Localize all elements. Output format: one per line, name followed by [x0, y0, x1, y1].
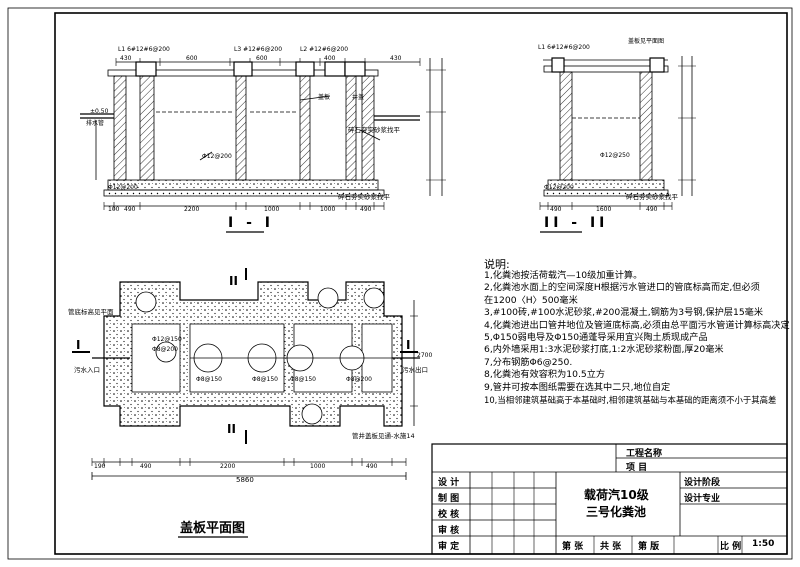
s1-gravel-label: 碎石夯实砂浆找平	[338, 193, 390, 201]
plan-bottom-dim: 490	[140, 463, 152, 470]
s1-top-dim: 400	[324, 55, 336, 62]
s2-rebar-label: Φ12@250	[600, 152, 630, 159]
notes-title: 说明:	[484, 258, 510, 271]
plan-rebar-label: Φ8@200	[152, 346, 178, 353]
s1-beam-label-3: L2 #12#6@200	[300, 46, 349, 53]
section-1-title: I - I	[228, 215, 274, 231]
s1-top-dim: 600	[186, 55, 198, 62]
s1-gravel-label: 碎石夯实砂浆找平	[348, 126, 400, 134]
s1-rebar-label: Φ12@200	[202, 153, 232, 160]
note-item: 7,分布钢筋Φ6@250.	[484, 356, 573, 368]
tb-review-label: 审 核	[438, 526, 460, 536]
plan-rebar-label: Φ8@150	[196, 376, 222, 383]
s1-bottom-dim: 490	[360, 206, 372, 213]
plan-manhole-note: 管井盖板见通-水施14	[352, 432, 415, 440]
s1-label-pipe: 排水管	[86, 120, 105, 127]
s1-bottom-dim: 100	[108, 206, 120, 213]
tb-discipline-label: 设计专业	[684, 494, 721, 504]
section-marker-right: I	[406, 338, 411, 352]
tb-edition: 第 版	[638, 542, 660, 552]
tb-design-label: 设 计	[438, 478, 460, 488]
note-item: 4,化粪池进出口管井地位及管道底标高,必须由总平面污水管道计算标高决定	[484, 319, 790, 331]
s1-bottom-dim: 1000	[320, 206, 336, 213]
plan-total-dim: 5860	[236, 476, 254, 484]
tb-scale-label: 比 例	[720, 542, 742, 552]
s2-bottom-dim: 490	[550, 206, 562, 213]
plan-outlet-label: 污水出口	[402, 366, 428, 374]
s1-label-cover: 井盖	[352, 94, 365, 101]
plan-rebar-label: Φ8@200	[346, 376, 372, 383]
s1-bottom-dim: 490	[124, 206, 136, 213]
s1-label-elevation: ±0.50	[90, 108, 109, 115]
plan-rebar-label: Φ12@150	[152, 336, 182, 343]
tb-total-sheets: 共 张	[600, 542, 622, 552]
tb-item-label: 项 目	[626, 463, 648, 473]
section-marker-bottom: II	[227, 422, 236, 436]
s2-bottom-dim: 490	[646, 206, 658, 213]
s2-bottom-dim: 1600	[596, 206, 612, 213]
tb-draw-label: 制 图	[438, 494, 460, 504]
plan-rebar-label: Φ8@150	[290, 376, 316, 383]
note-item: 1,化粪池按活荷载汽—10级加重计算。	[484, 270, 643, 281]
s2-beam-label: L1 6#12#6@200	[538, 44, 590, 51]
section-marker-left: I	[76, 338, 81, 352]
tb-approve-label: 审 定	[438, 542, 460, 552]
section-2-drawing	[539, 56, 696, 210]
section-marker-top: II	[229, 274, 238, 288]
s1-top-dim: 600	[256, 55, 268, 62]
s1-bottom-dim: 1000	[264, 206, 280, 213]
tb-project-name-label: 工程名称	[626, 449, 663, 459]
tb-drawing-title-1: 载荷汽10级	[584, 488, 649, 502]
plan-rebar-label: Φ8@150	[252, 376, 278, 383]
s2-rebar-label: Φ12@200	[544, 184, 574, 191]
plan-inlet-label: 污水入口	[74, 366, 100, 374]
plan-bottom-dim: 490	[366, 463, 378, 470]
note-item: 5,Φ150弱电导及Φ150通蓬导采用宜兴陶土质现成产品	[484, 332, 708, 344]
plan-bottom-dim: 1000	[310, 463, 326, 470]
s1-beam-label-1: L1 6#12#6@200	[118, 46, 170, 53]
section-2-title: II - II	[544, 215, 609, 231]
s2-cover-label: 盖板见平面图	[628, 38, 665, 45]
note-item: 8,化粪池有效容积为10.5立方	[484, 369, 606, 381]
note-item: 在1200〈H〉500毫米	[484, 294, 578, 306]
s1-top-dim: 430	[120, 55, 132, 62]
s1-bottom-dim: 2200	[184, 206, 200, 213]
note-item: 10,当相邻建筑基础高于本基础时,相邻建筑基础与本基础的距离须不小于其高差	[484, 395, 777, 406]
s1-beam-label-2: L3 #12#6@200	[234, 46, 283, 53]
s1-top-dim: 430	[390, 55, 402, 62]
note-item: 9,管井可按本图纸需要在选其中二只,地位自定	[484, 381, 671, 393]
tb-scale-value: 1:50	[752, 539, 775, 549]
s1-label-slab: 盖板	[318, 94, 331, 101]
plan-bottom-dim: 190	[94, 463, 106, 470]
plan-title: 盖板平面图	[180, 521, 246, 536]
s2-gravel-label: 碎石夯实砂浆找平	[626, 193, 678, 201]
tb-sheet-no: 第 张	[562, 542, 584, 552]
plan-bottom-dim: 2200	[220, 463, 236, 470]
plan-drawing	[72, 268, 420, 480]
plan-side-dim: 2700	[417, 352, 433, 359]
note-item: 3,#100砖,#100水泥砂浆,#200混凝土,钢筋为3号钢,保护层15毫米	[484, 307, 764, 319]
tb-check-label: 校 核	[438, 510, 460, 520]
note-item: 2,化粪池水面上的空间深度H根据污水管进口的管底标高而定,但必须	[484, 282, 760, 294]
section-1-drawing	[80, 58, 446, 210]
s1-rebar-label: Φ12@200	[108, 184, 138, 191]
tb-drawing-title-2: 三号化粪池	[586, 505, 647, 519]
tb-phase-label: 设计阶段	[684, 478, 721, 488]
plan-label-pipe-bottom: 管底标高见平面	[68, 308, 114, 316]
notes-list: 1,化粪池按活荷载汽—10级加重计算。 2,化粪池水面上的空间深度H根据污水管进…	[484, 270, 790, 406]
title-block-grid	[431, 443, 788, 555]
note-item: 6,内外墙采用1:3水泥砂浆打底,1:2水泥砂浆粉面,厚20毫米	[484, 344, 724, 356]
